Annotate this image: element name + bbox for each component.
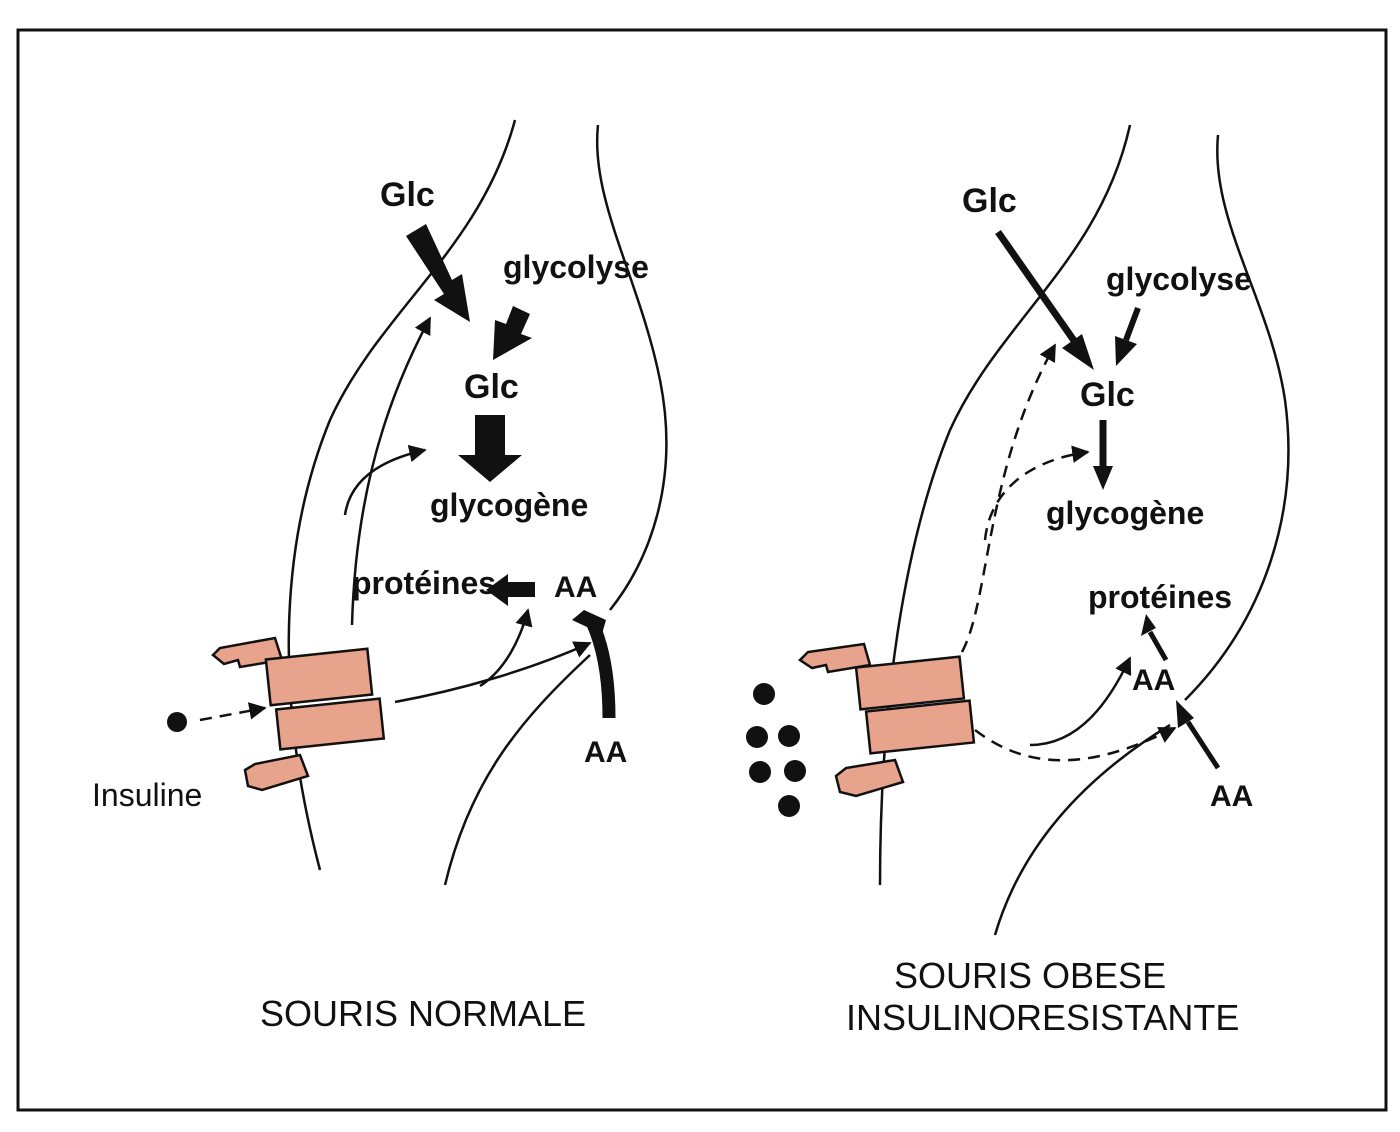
protein-arrow-obese xyxy=(1147,630,1169,662)
insulin-molecule xyxy=(167,712,187,732)
label-aa-out: AA xyxy=(584,736,627,769)
label-proteines-obese: protéines xyxy=(1088,579,1232,615)
signal-arrow-glycogen xyxy=(343,444,427,516)
panel-title-obese-line1: SOURIS OBESE xyxy=(894,955,1166,996)
figure-frame xyxy=(16,28,1388,1112)
signal-arrow-aa-transport xyxy=(394,641,592,704)
insulin-binding-arrow xyxy=(199,702,267,722)
signal-arrow-glc-transport xyxy=(350,316,432,626)
label-aa-out-obese: AA xyxy=(1210,780,1253,813)
aa-uptake-arrow xyxy=(586,619,616,719)
glycolyse-arrow-obese xyxy=(1123,306,1141,342)
label-glycogene: glycogène xyxy=(430,487,588,523)
signal-dash-glc-transport xyxy=(960,343,1057,653)
label-glycogene-obese: glycogène xyxy=(1046,495,1204,531)
glycolyse-arrowhead-obese xyxy=(1115,336,1137,366)
glycolyse-arrow xyxy=(493,306,532,360)
label-proteines: protéines xyxy=(352,565,496,601)
label-glc-top: Glc xyxy=(380,176,435,214)
label-insuline: Insuline xyxy=(92,777,202,813)
label-glc-top-obese: Glc xyxy=(962,182,1017,220)
panel-obese: Glc glycolyse Glc glycogène protéines AA… xyxy=(746,124,1290,1038)
protein-arrowhead-obese xyxy=(1141,614,1156,636)
label-glycolyse-obese: glycolyse xyxy=(1106,261,1252,297)
aa-uptake-arrow-obese xyxy=(1185,720,1221,770)
membrane-inner-right xyxy=(1184,134,1290,701)
signal-dash-glycogen xyxy=(983,445,1090,541)
label-glc-center-obese: Glc xyxy=(1080,376,1135,414)
membrane-bottom-right xyxy=(993,723,1171,936)
glc-entry-arrowhead-obese xyxy=(1062,334,1094,370)
insulin-molecules-excess xyxy=(746,683,806,817)
glycogen-synthesis-arrow xyxy=(458,415,522,482)
signal-dash-aa-transport xyxy=(974,726,1177,762)
insulin-receptor-obese xyxy=(798,642,976,798)
signal-arrow-protein-obese xyxy=(1029,656,1132,747)
insulin-receptor-normal xyxy=(211,636,386,792)
label-glc-center: Glc xyxy=(464,368,519,406)
label-aa-in: AA xyxy=(554,571,597,604)
panel-title-normal: SOURIS NORMALE xyxy=(260,993,586,1034)
membrane-bottom-left xyxy=(443,654,591,886)
membrane-inner-left xyxy=(595,124,668,611)
panel-normal: Glc glycolyse Glc glycogène protéines AA… xyxy=(92,119,668,1034)
panel-title-obese-line2: INSULINORESISTANTE xyxy=(846,997,1239,1038)
glc-entry-arrow-obese xyxy=(995,229,1078,345)
glycogen-arrowhead-obese xyxy=(1093,466,1113,490)
label-glycolyse: glycolyse xyxy=(503,249,649,285)
glc-entry-arrow xyxy=(406,224,470,322)
signal-arrow-protein xyxy=(479,608,533,688)
label-aa-in-obese: AA xyxy=(1132,664,1175,697)
aa-uptake-arrowhead-obese xyxy=(1176,700,1194,728)
protein-synthesis-arrow xyxy=(486,574,535,606)
aa-uptake-arrowhead xyxy=(572,610,606,634)
